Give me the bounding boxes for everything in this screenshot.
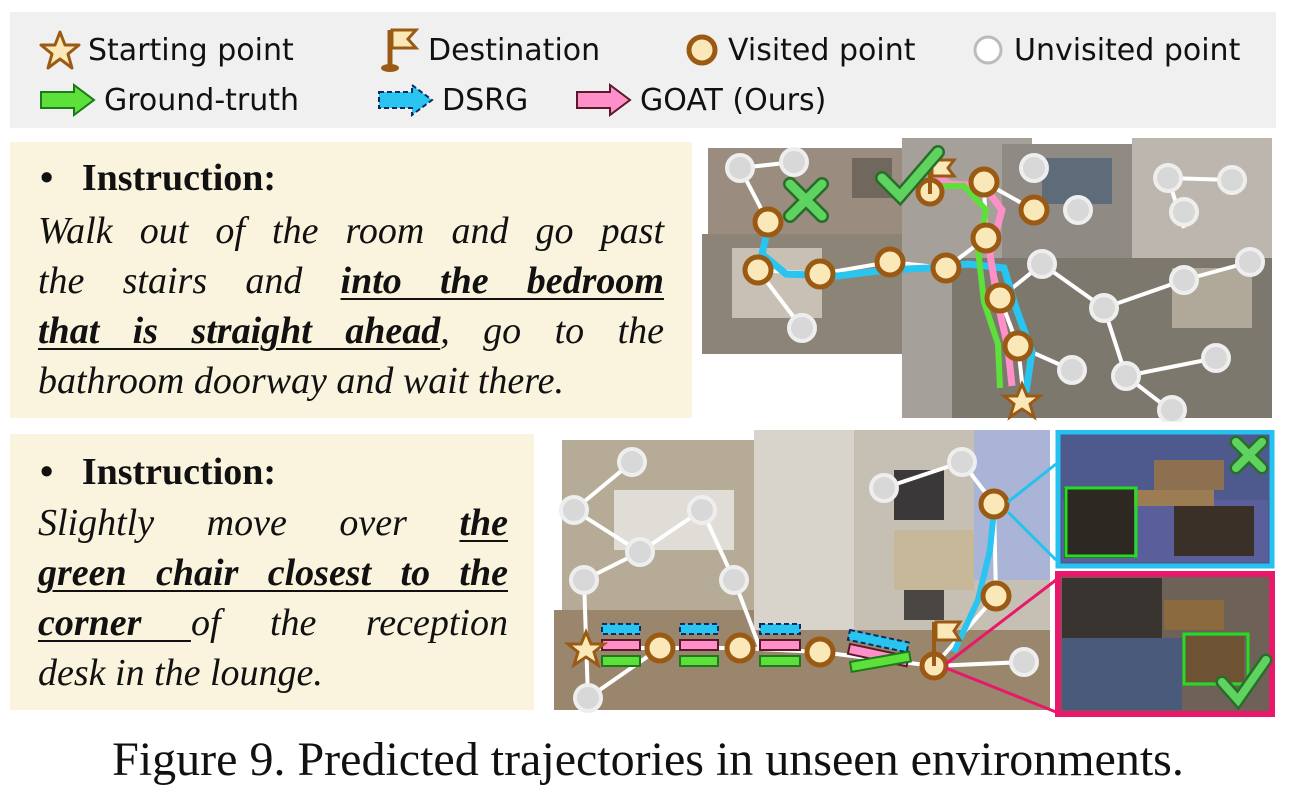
legend-goat-label: GOAT (Ours) — [640, 83, 826, 118]
visited-point-icon — [981, 491, 1007, 517]
unvisited-point-icon — [575, 685, 601, 711]
trajectory-map-1 — [702, 138, 1280, 422]
star-icon — [38, 30, 82, 70]
legend-dsrg: DSRG — [376, 82, 528, 118]
legend-ground-truth-label: Ground-truth — [104, 83, 299, 118]
visited-point-icon — [682, 30, 722, 70]
unvisited-point-icon — [571, 567, 597, 593]
visited-point-icon — [807, 261, 833, 287]
arrow-icon — [574, 82, 634, 118]
legend-starting-point-label: Starting point — [88, 33, 294, 68]
visited-point-icon — [1021, 197, 1047, 223]
dsrg-view-panel — [1058, 432, 1272, 566]
unvisited-point-icon — [721, 567, 747, 593]
arrow-icon — [376, 82, 436, 118]
instruction-text-1: Walk out of the room and go past the sta… — [38, 206, 664, 406]
instruction-heading-2: • Instruction: — [40, 450, 276, 494]
visited-point-icon — [933, 255, 959, 281]
trajectory-map-2 — [554, 430, 1278, 720]
unvisited-point-icon — [1155, 165, 1181, 191]
unvisited-point-icon — [619, 449, 645, 475]
instruction-text-2: Slightly move over the green chair close… — [38, 498, 508, 698]
visited-point-icon — [973, 225, 999, 251]
unvisited-point-icon — [1029, 251, 1055, 277]
unvisited-point-icon — [789, 315, 815, 341]
legend-box: Starting point Destination Visited point… — [10, 12, 1276, 128]
unvisited-point-icon — [727, 155, 753, 181]
visited-point-icon — [1005, 333, 1031, 359]
unvisited-point-icon — [1159, 397, 1185, 422]
unvisited-point-icon — [1171, 199, 1197, 225]
legend-destination-label: Destination — [428, 33, 600, 68]
instruction-heading-1: • Instruction: — [40, 156, 276, 200]
visited-point-icon — [755, 209, 781, 235]
legend-starting-point: Starting point — [38, 30, 294, 70]
legend-visited-point: Visited point — [682, 30, 915, 70]
unvisited-point-icon — [1203, 345, 1229, 371]
unvisited-point-icon — [781, 149, 807, 175]
unvisited-point-icon — [1237, 249, 1263, 275]
figure-caption: Figure 9. Predicted trajectories in unse… — [0, 732, 1296, 787]
unvisited-point-icon — [949, 449, 975, 475]
unvisited-point-icon — [871, 475, 897, 501]
unvisited-point-icon — [1065, 197, 1091, 223]
legend-unvisited-point: Unvisited point — [968, 30, 1240, 70]
unvisited-point-icon — [1091, 295, 1117, 321]
unvisited-point-icon — [1171, 267, 1197, 293]
visited-point-icon — [647, 635, 673, 661]
unvisited-point-icon — [968, 30, 1008, 70]
cross-icon — [1236, 442, 1262, 468]
unvisited-point-icon — [1011, 649, 1037, 675]
visited-point-icon — [983, 583, 1009, 609]
legend-ground-truth: Ground-truth — [38, 82, 299, 118]
visited-point-icon — [877, 249, 903, 275]
instruction-box-1: • Instruction: Walk out of the room and … — [10, 142, 692, 418]
legend-destination: Destination — [378, 26, 600, 74]
visited-point-icon — [745, 257, 771, 283]
visited-point-icon — [727, 635, 753, 661]
goat-view-panel — [1058, 574, 1272, 714]
arrow-icon — [38, 82, 98, 118]
unvisited-point-icon — [689, 497, 715, 523]
legend-visited-point-label: Visited point — [728, 33, 915, 68]
legend-goat: GOAT (Ours) — [574, 82, 826, 118]
instruction-box-2: • Instruction: Slightly move over the gr… — [10, 434, 534, 710]
flag-icon — [378, 26, 422, 74]
unvisited-point-icon — [1021, 155, 1047, 181]
visited-point-icon — [807, 639, 833, 665]
unvisited-point-icon — [561, 497, 587, 523]
visited-point-icon — [971, 169, 997, 195]
unvisited-point-icon — [1113, 363, 1139, 389]
unvisited-point-icon — [1219, 167, 1245, 193]
unvisited-point-icon — [1059, 357, 1085, 383]
visited-point-icon — [987, 285, 1013, 311]
legend-dsrg-label: DSRG — [442, 83, 528, 118]
legend-unvisited-point-label: Unvisited point — [1014, 33, 1240, 68]
unvisited-point-icon — [627, 539, 653, 565]
